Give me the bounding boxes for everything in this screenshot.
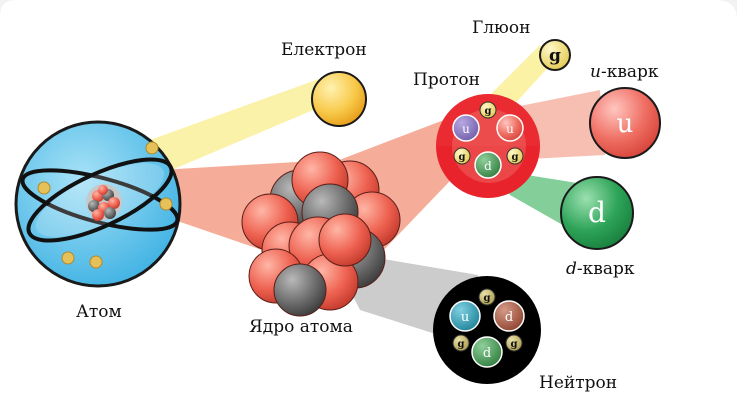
- neutron-d-symbol-2: d: [483, 346, 491, 361]
- electron-dot-2: [37, 181, 51, 195]
- neutron-gluon-3: [505, 334, 523, 352]
- proton-g-symbol-1: g: [485, 106, 492, 117]
- u-quark-label-letter: u: [590, 62, 601, 82]
- electron-label: Електрон: [281, 40, 367, 60]
- proton-gluon-3: [506, 147, 524, 165]
- nucleus-cluster: [241, 151, 401, 317]
- atom-illustration: [14, 120, 182, 288]
- neutron-g-symbol-1: g: [484, 293, 491, 304]
- proton-u-symbol-1: u: [462, 122, 470, 136]
- proton-u-quark-2: [496, 114, 524, 142]
- neutron-g-symbol-2: g: [458, 339, 465, 350]
- neutron-gluon-2: [452, 334, 470, 352]
- gluon-symbol: g: [549, 46, 561, 66]
- proton-d-symbol: d: [484, 159, 492, 173]
- d-quark-label-letter: d: [566, 259, 577, 279]
- d-quark-label: d-кварк: [566, 259, 634, 279]
- proton-u-quark-1: [452, 114, 480, 142]
- nucleus-label: Ядро атома: [249, 317, 353, 337]
- neutron-d-symbol-1: d: [505, 310, 513, 325]
- electron-dot-1: [145, 141, 159, 155]
- u-quark-label: u-кварк: [590, 62, 659, 82]
- u-quark-sphere: [589, 87, 661, 159]
- electron-dot-4: [61, 251, 75, 265]
- proton-g-symbol-2: g: [459, 152, 466, 163]
- neutron-label: Нейтрон: [539, 373, 618, 393]
- gluon-label: Глюон: [472, 18, 531, 38]
- d-quark-label-suffix: -кварк: [576, 259, 635, 279]
- d-quark-sphere: [560, 176, 634, 250]
- u-quark-symbol: u: [617, 109, 634, 139]
- neutron-d-quark-2: [471, 336, 503, 368]
- neutron-gluon-1: [478, 288, 496, 306]
- gluon-sphere: [539, 39, 571, 71]
- neutron-g-symbol-3: g: [511, 339, 518, 350]
- u-quark-label-suffix: -кварк: [600, 62, 659, 82]
- proton-g-symbol-3: g: [512, 152, 519, 163]
- electron-beam: [148, 72, 338, 180]
- atom-label: Атом: [76, 302, 122, 322]
- proton-gluon-1: [479, 101, 497, 119]
- proton-illustration: [436, 94, 540, 198]
- proton-gluon-2: [453, 147, 471, 165]
- electron-sphere: [311, 71, 367, 127]
- proton-label: Протон: [413, 70, 480, 90]
- atom-nucleus-icon: [86, 184, 122, 221]
- electron-dot-5: [89, 255, 103, 269]
- d-quark-symbol: d: [588, 196, 606, 229]
- neutron-d-quark-1: [493, 300, 525, 332]
- electron-dot-3: [159, 197, 173, 211]
- neutron-illustration: [433, 276, 541, 384]
- proton-u-symbol-2: u: [506, 122, 514, 136]
- neutron-u-quark: [449, 300, 481, 332]
- proton-d-quark: [474, 151, 502, 179]
- neutron-u-symbol: u: [461, 310, 469, 325]
